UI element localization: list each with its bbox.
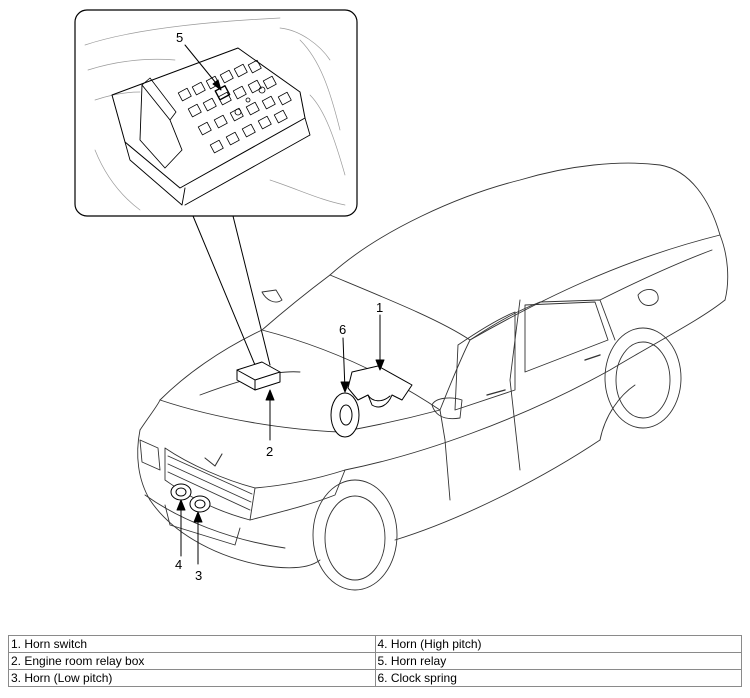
callout-6: 6	[339, 322, 346, 337]
callout-4: 4	[175, 557, 182, 572]
legend-row: 1. Horn switch 4. Horn (High pitch)	[8, 635, 742, 653]
legend-table: 1. Horn switch 4. Horn (High pitch) 2. E…	[8, 635, 742, 687]
engine-room-relay-box	[236, 361, 281, 391]
callout-3: 3	[195, 568, 202, 583]
clock-spring	[330, 392, 360, 438]
legend-row: 2. Engine room relay box 5. Horn relay	[8, 652, 742, 670]
horn-switch	[347, 365, 413, 408]
magnifier-lines	[192, 215, 271, 366]
horn-high-pitch	[170, 483, 192, 501]
legend-item: 3. Horn (Low pitch)	[8, 669, 376, 687]
callout-5: 5	[176, 30, 183, 45]
legend-item: 2. Engine room relay box	[8, 652, 376, 670]
leader-lines	[176, 44, 385, 565]
legend-item: 6. Clock spring	[374, 669, 742, 687]
car-illustration	[137, 162, 729, 591]
legend-item: 4. Horn (High pitch)	[374, 635, 742, 653]
legend-item: 5. Horn relay	[374, 652, 742, 670]
callout-2: 2	[266, 444, 273, 459]
callout-1: 1	[376, 300, 383, 315]
legend-item: 1. Horn switch	[8, 635, 376, 653]
horn-low-pitch	[189, 495, 211, 513]
legend-row: 3. Horn (Low pitch) 6. Clock spring	[8, 669, 742, 687]
component-location-diagram: 1 2 3 4 5 6	[74, 9, 729, 591]
relay-box-inset	[74, 9, 358, 217]
